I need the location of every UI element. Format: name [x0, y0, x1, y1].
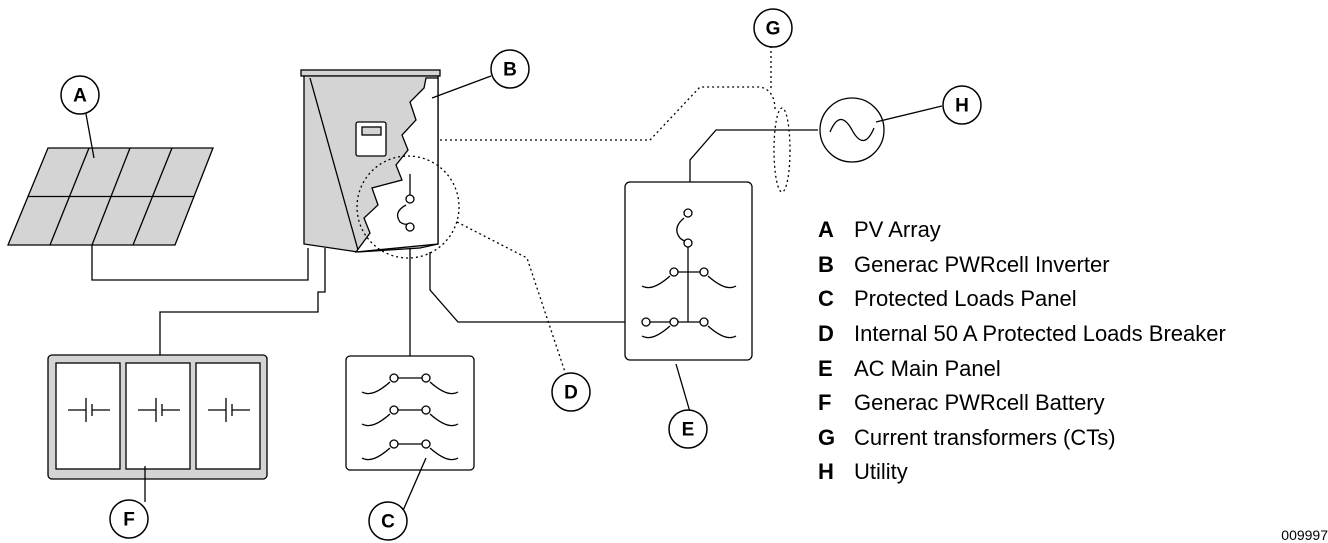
- utility-source: [819, 97, 885, 163]
- callout-h: [942, 85, 982, 125]
- legend-text: Current transformers (CTs): [854, 424, 1116, 450]
- legend-text: PV Array: [854, 217, 941, 243]
- protected-loads-panel: [345, 355, 475, 471]
- legend-text: Protected Loads Panel: [854, 286, 1077, 312]
- legend-text: Generac PWRcell Inverter: [854, 251, 1110, 277]
- legend-item: D Internal 50 A Protected Loads Breaker: [818, 317, 1226, 352]
- callout-d-label: D: [564, 383, 578, 404]
- legend-item: E AC Main Panel: [818, 351, 1226, 386]
- ac-main-panel: [624, 181, 753, 361]
- callout-h-label: H: [955, 96, 969, 117]
- wires: [91, 46, 818, 470]
- legend: A PV Array B Generac PWRcell Inverter C Pro…: [818, 213, 1226, 490]
- wire-pv-to-inverter: [91, 238, 309, 281]
- legend-key: H: [818, 459, 834, 485]
- callout-labels: A B C D E F G H: [73, 19, 969, 533]
- callout-d-leader: [456, 221, 566, 373]
- legend-item: A PV Array: [818, 213, 1226, 248]
- callout-c-label: C: [381, 512, 395, 533]
- legend-item: H Utility: [818, 455, 1226, 490]
- legend-item: F Generac PWRcell Battery: [818, 386, 1226, 421]
- callout-g: [753, 8, 793, 48]
- callout-a-label: A: [73, 86, 87, 107]
- callout-f-label: F: [123, 510, 135, 531]
- callout-d: [551, 372, 591, 412]
- legend-text: Utility: [854, 459, 908, 485]
- legend-text: Internal 50 A Protected Loads Breaker: [854, 321, 1226, 347]
- callout-b: [490, 49, 530, 89]
- legend-text: AC Main Panel: [854, 355, 1001, 381]
- legend-key: E: [818, 355, 833, 381]
- callouts: [60, 8, 982, 541]
- callout-b-label: B: [503, 60, 517, 81]
- legend-key: G: [818, 424, 836, 450]
- legend-key: D: [818, 321, 834, 347]
- callout-f: [109, 499, 149, 539]
- legend-key: C: [818, 286, 834, 312]
- inverter-cutaway: [354, 77, 439, 253]
- battery: [47, 354, 268, 480]
- callout-e-label: E: [682, 420, 695, 441]
- legend-key: F: [818, 390, 832, 416]
- pv-array: [7, 147, 214, 246]
- callout-e: [668, 409, 708, 449]
- legend-item: B Generac PWRcell Inverter: [818, 248, 1226, 283]
- legend-item: C Protected Loads Panel: [818, 282, 1226, 317]
- inverter: [300, 69, 441, 253]
- callout-a: [60, 75, 100, 115]
- legend-item: G Current transformers (CTs): [818, 421, 1226, 456]
- legend-key: B: [818, 251, 834, 277]
- callout-g-label: G: [766, 19, 781, 40]
- protected-loads-panel-box: [345, 355, 475, 471]
- current-transformer: [773, 107, 791, 193]
- callout-c: [368, 501, 408, 541]
- wire-inverter-to-main-panel: [429, 252, 645, 323]
- wire-battery-to-inverter: [159, 248, 326, 355]
- protected-loads-breaker: [356, 155, 460, 259]
- breaker-zoom-circle: [356, 155, 460, 259]
- ct-communication-wire: [440, 86, 776, 141]
- inverter-lid: [300, 69, 441, 77]
- legend-text: Generac PWRcell Battery: [854, 390, 1105, 416]
- document-number: 009997: [1281, 527, 1328, 543]
- legend-key: A: [818, 217, 834, 243]
